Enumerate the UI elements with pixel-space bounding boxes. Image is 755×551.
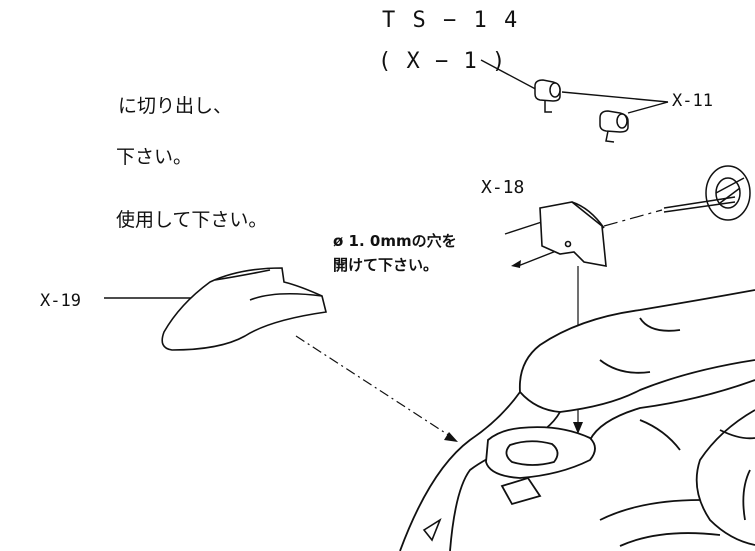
label-ts14: T S − 1 4: [382, 8, 519, 33]
fuselage-detail-mark: [422, 518, 442, 542]
label-x19: X-19: [40, 291, 81, 311]
leader-x11-b: [627, 101, 669, 114]
hole-note-line-2: 開けて下さい。: [333, 256, 438, 274]
assembly-centerline: [603, 209, 663, 227]
label-x1: ( X − 1 ): [378, 49, 506, 74]
part-x11-clips: [534, 79, 629, 143]
part-x19: [161, 267, 327, 351]
leader-x1: [480, 59, 544, 94]
part-x18: [539, 201, 607, 267]
instruction-line-2: 下さい。: [116, 146, 192, 168]
instruction-text: に切り出し、 下さい。 使用して下さい。: [116, 95, 267, 231]
instruction-line-1: に切り出し、: [118, 95, 232, 117]
label-x18: X-18: [481, 177, 524, 198]
label-x11: X-11: [672, 91, 713, 111]
part-disc-with-pin: [663, 165, 751, 221]
hole-note-line-1: ø 1. 0mmの穴を: [333, 232, 457, 250]
leader-arrowhead: [511, 260, 521, 268]
fuselage-body: [399, 289, 755, 551]
clip-2: [599, 110, 629, 143]
instruction-line-3: 使用して下さい。: [116, 209, 267, 231]
clip-1: [534, 79, 561, 113]
leader-x11-a: [561, 91, 669, 103]
